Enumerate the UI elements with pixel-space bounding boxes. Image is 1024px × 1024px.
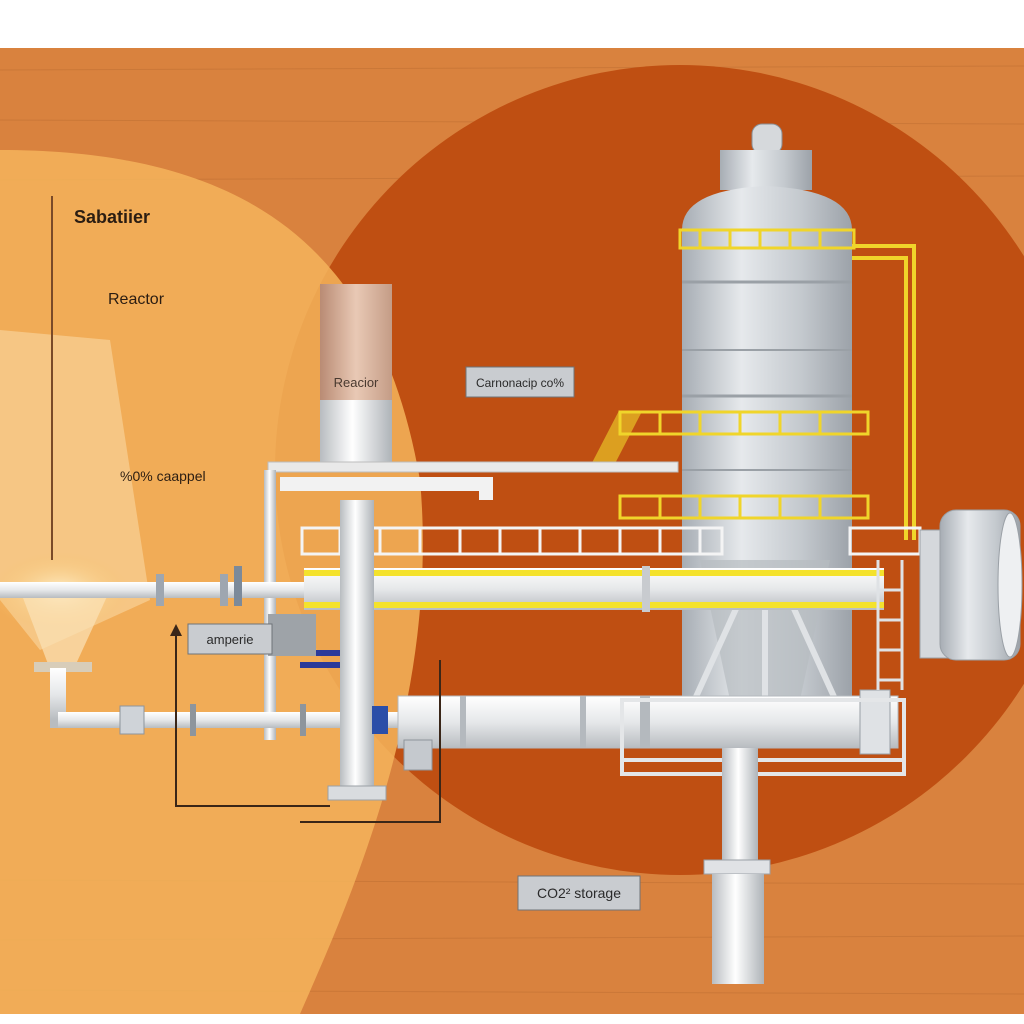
tank-railings <box>587 228 870 520</box>
right-ladder <box>876 560 904 690</box>
storage-stack <box>703 748 771 984</box>
tank-support-frame <box>687 598 843 712</box>
control-wires <box>175 630 441 823</box>
percent-label: %0% caappel <box>120 468 206 484</box>
chimney-label: Reacior <box>334 375 379 390</box>
amperie-tag-box <box>187 623 273 655</box>
chimney-lower <box>320 400 392 468</box>
bottom-white-strip <box>0 1014 1024 1024</box>
lower-pipe <box>50 668 899 755</box>
diagram-title: Sabatiier <box>74 207 150 227</box>
main-horizontal-pipe <box>304 566 884 612</box>
diagram-subtitle: Reactor <box>108 291 165 308</box>
inlet-pipe <box>0 566 304 606</box>
tank-base-frame <box>620 698 906 776</box>
storage-tag-box <box>517 875 641 911</box>
amperie-tag-label: amperie <box>207 632 254 647</box>
top-white-strip <box>0 0 1024 48</box>
upper-piping <box>264 461 679 740</box>
amperie-device <box>268 614 316 656</box>
right-drum <box>919 509 1023 661</box>
carbon-tag-box <box>465 366 575 398</box>
right-ladder-pipe <box>852 244 916 540</box>
chimney-stack <box>320 284 392 400</box>
central-column <box>327 500 433 801</box>
funnel-cone-icon <box>20 590 110 664</box>
storage-tag-label: CO2² storage <box>537 885 621 901</box>
blue-valve-icon <box>300 650 388 734</box>
wire-arrow-icon <box>170 624 182 636</box>
funnel-base <box>34 662 92 672</box>
carbon-tag-label: Carnonacip co% <box>476 376 564 390</box>
